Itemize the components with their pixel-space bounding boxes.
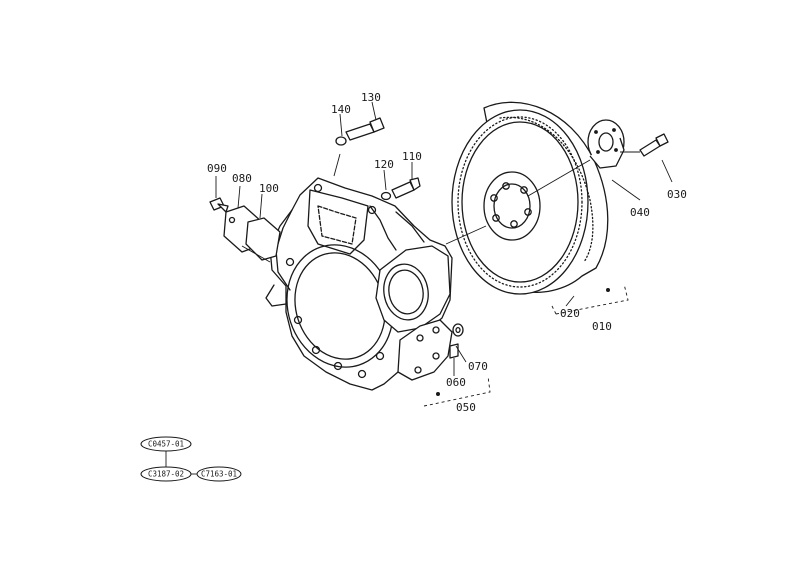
callout-050: 050 [456, 401, 476, 414]
flywheel-housing [265, 177, 453, 391]
callout-140: 140 [331, 103, 351, 116]
callout-020: 020 [560, 307, 580, 320]
callout-labels: 010 020 030 040 050 060 070 080 090 100 … [207, 91, 687, 414]
reference-bottom-left-label: C3187-02 [148, 470, 184, 479]
reference-top-label: C0457-01 [148, 440, 184, 449]
callout-030: 030 [667, 188, 687, 201]
flange-bolt-holes [285, 183, 440, 379]
reference-oval-bottom-right [196, 466, 242, 482]
callout-060: 060 [446, 376, 466, 389]
callout-120: 120 [374, 158, 394, 171]
dowel-pins [449, 323, 464, 359]
callout-070: 070 [468, 360, 488, 373]
flywheel-ring-gear [451, 101, 609, 295]
callout-010: 010 [592, 320, 612, 333]
leader-lines [215, 101, 673, 376]
group-brackets [423, 283, 629, 407]
callout-080: 080 [232, 172, 252, 185]
crank-flange [587, 119, 625, 169]
cover-plate-assembly [209, 197, 281, 261]
reference-oval-top [140, 436, 192, 452]
reference-oval-bottom-left [140, 466, 192, 482]
callout-110: 110 [402, 150, 422, 163]
reference-tree: C0457-01 C3187-02 C7163-01 [140, 436, 242, 482]
callout-130: 130 [361, 91, 381, 104]
bolt-030 [639, 133, 669, 157]
callout-040: 040 [630, 206, 650, 219]
reference-bottom-right-label: C7163-01 [201, 470, 237, 479]
bolts-top [335, 117, 421, 201]
callout-090: 090 [207, 162, 227, 175]
callout-100: 100 [259, 182, 279, 195]
